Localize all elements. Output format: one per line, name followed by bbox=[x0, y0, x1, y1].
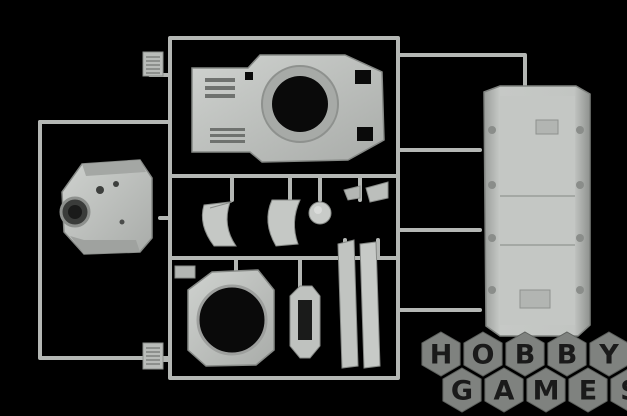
hatch-part bbox=[289, 285, 321, 359]
turret-part bbox=[59, 159, 153, 255]
watermark-hexagon bbox=[505, 331, 545, 377]
curved-plate-right bbox=[267, 199, 301, 247]
watermark-hex-line2-0: G bbox=[442, 367, 482, 413]
watermark-hexagon bbox=[568, 367, 608, 413]
watermark-letter: O bbox=[472, 340, 495, 371]
watermark-hex-line1-2: B bbox=[505, 331, 545, 377]
sprue-frame bbox=[38, 36, 527, 380]
watermark-hex-line2-3: E bbox=[568, 367, 608, 413]
upper-hull-plate bbox=[191, 54, 385, 163]
watermark-letter: B bbox=[557, 340, 578, 371]
watermark-hex-line1-1: O bbox=[463, 331, 503, 377]
watermark-letter: A bbox=[494, 376, 515, 407]
round-knob-part bbox=[308, 201, 332, 225]
grille-part-top bbox=[142, 51, 164, 77]
watermark-hex-line2-1: A bbox=[484, 367, 524, 413]
watermark-hex-line1-4: Y bbox=[589, 331, 627, 377]
watermark-letter: E bbox=[579, 376, 597, 407]
small-bracket-part bbox=[343, 181, 389, 203]
watermark-hexagon bbox=[484, 367, 524, 413]
watermark-hexagon bbox=[547, 331, 587, 377]
watermark-letter: M bbox=[533, 376, 560, 407]
watermark-hexagon bbox=[421, 331, 461, 377]
hobby-games-watermark: HOBBYGAMES bbox=[421, 331, 627, 413]
watermark-hex-line2-2: M bbox=[526, 367, 566, 413]
watermark-letter: G bbox=[451, 376, 473, 407]
curved-plate-left bbox=[201, 201, 237, 247]
watermark-hexagon bbox=[526, 367, 566, 413]
watermark-letter: B bbox=[515, 340, 536, 371]
watermark-letter: S bbox=[620, 376, 627, 407]
watermark-hex-line1-0: H bbox=[421, 331, 461, 377]
side-skirt-parts bbox=[337, 239, 381, 369]
watermark-letter: H bbox=[430, 340, 453, 371]
watermark-letter: Y bbox=[598, 340, 619, 371]
watermark-hexagon bbox=[442, 367, 482, 413]
turret-ring-plate bbox=[187, 269, 275, 367]
grille-part-bottom bbox=[142, 342, 164, 370]
lower-hull-tub bbox=[483, 85, 591, 337]
watermark-hex-line2-4: S bbox=[610, 369, 627, 411]
watermark-hexagon bbox=[610, 369, 627, 411]
watermark-hex-line1-3: B bbox=[547, 331, 587, 377]
watermark-hexagon bbox=[589, 331, 627, 377]
watermark-hexagon bbox=[463, 331, 503, 377]
sprue-tag bbox=[174, 265, 196, 279]
